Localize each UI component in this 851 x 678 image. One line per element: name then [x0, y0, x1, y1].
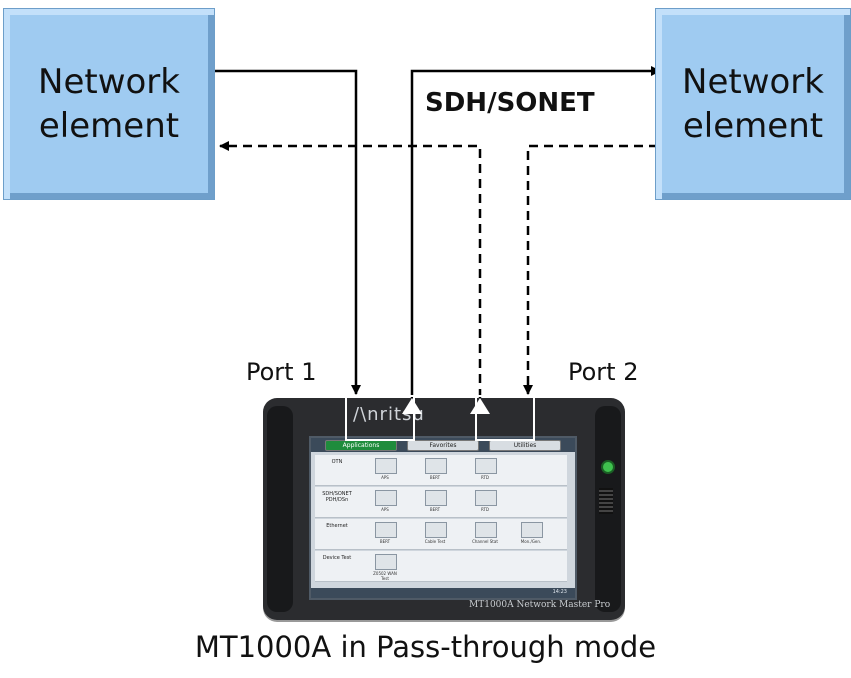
ne-left-line2: element [38, 106, 180, 146]
list-item: SDH/SONET PDH/DSn APS BERT RTD [315, 487, 567, 518]
port2-label: Port 2 [568, 358, 639, 386]
link-device-to-right-ne [410, 66, 661, 398]
app-tile-label: RTD [480, 507, 489, 512]
tab-bar: Applications Favorites Utilities [311, 438, 575, 452]
network-element-right: Network element [655, 8, 851, 200]
app-tile-label: Z0502 WAN Test [373, 571, 397, 581]
app-tile-label: APS [381, 475, 389, 480]
app-tile[interactable] [375, 458, 397, 474]
port1-label: Port 1 [246, 358, 317, 386]
device-screen: Applications Favorites Utilities OTN APS… [309, 436, 577, 600]
mt1000a-device: /\nritsu Applications Favorites Utilitie… [263, 398, 625, 620]
ne-right-line1: Network [682, 62, 824, 102]
app-tile[interactable] [425, 522, 447, 538]
network-element-left: Network element [3, 8, 215, 200]
link-left-to-port1 [215, 69, 361, 395]
row-name: Ethernet [326, 523, 348, 529]
row-name: SDH/SONET PDH/DSn [322, 491, 352, 503]
app-tile-label: Channel Stat [472, 539, 498, 544]
tab-favorites[interactable]: Favorites [407, 440, 479, 451]
up-arrow-port2 [470, 398, 490, 414]
app-tile-label: BERT [429, 507, 441, 512]
app-tile[interactable] [425, 458, 447, 474]
list-item: Device Test Z0502 WAN Test [315, 551, 567, 582]
app-tile[interactable] [475, 490, 497, 506]
row-name: Device Test [322, 555, 352, 561]
app-tile[interactable] [375, 490, 397, 506]
diagram-caption: MT1000A in Pass-through mode [194, 630, 657, 664]
up-arrow-port1 [402, 398, 422, 414]
status-time: 14:23 [552, 589, 567, 595]
device-left-grip [267, 406, 293, 612]
app-tile[interactable] [475, 522, 497, 538]
app-tile[interactable] [425, 490, 447, 506]
app-tile-label: APS [381, 507, 389, 512]
ne-left-line1: Network [38, 62, 180, 102]
list-item: OTN APS BERT RTD [315, 455, 567, 486]
app-tile[interactable] [521, 522, 543, 538]
ne-right-line2: element [682, 106, 824, 146]
app-tile-label: RTD [480, 475, 489, 480]
app-tile-label: Mon./Gen. [520, 539, 542, 544]
app-tile[interactable] [375, 522, 397, 538]
app-tile[interactable] [475, 458, 497, 474]
link-device-to-left-ne-dashed [219, 141, 482, 398]
power-button-icon[interactable] [601, 460, 615, 474]
link-label: SDH/SONET [425, 88, 595, 118]
app-tile[interactable] [375, 554, 397, 570]
list-item: Ethernet BERT Cable Test Channel Stat Mo… [315, 519, 567, 550]
app-tile-label: Cable Test [424, 539, 446, 544]
app-tile-label: BERT [379, 539, 391, 544]
status-bar: 14:23 [311, 588, 575, 598]
speaker-grille [599, 488, 613, 514]
row-name: OTN [331, 459, 343, 465]
port1-marker [345, 395, 415, 441]
app-tile-label: BERT [429, 475, 441, 480]
port2-marker [475, 395, 535, 441]
model-label: MT1000A Network Master Pro [469, 600, 611, 610]
